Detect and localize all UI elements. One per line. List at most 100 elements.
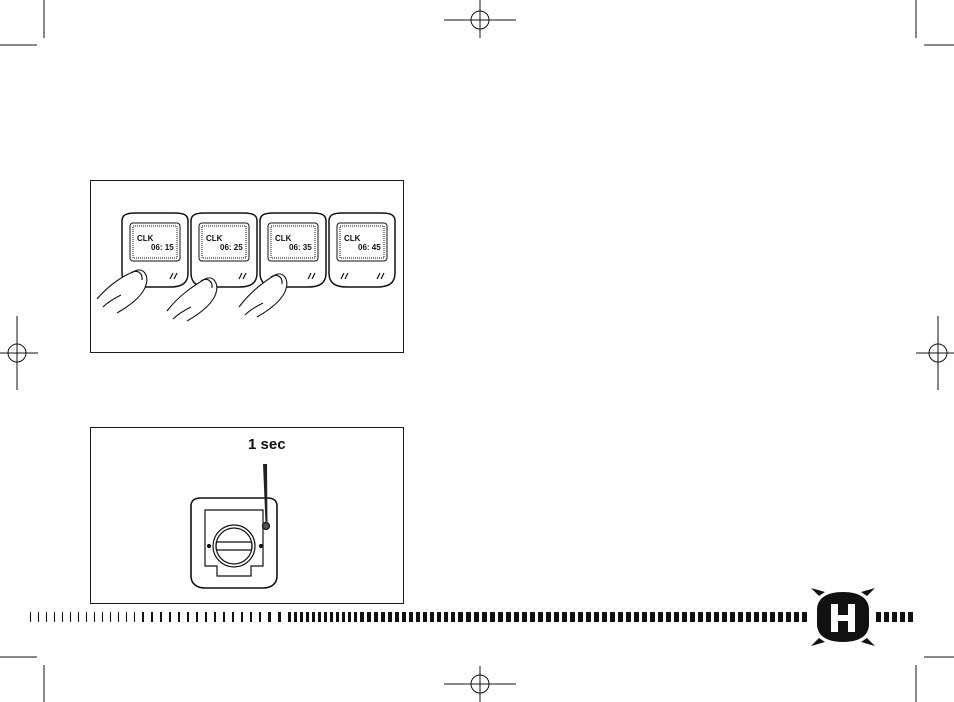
- dash: [395, 612, 399, 622]
- pointer-line: [263, 464, 268, 523]
- dash: [294, 612, 297, 622]
- dash: [530, 612, 535, 622]
- dash: [102, 612, 103, 622]
- dash: [626, 612, 631, 622]
- dash: [892, 612, 897, 622]
- dash: [578, 612, 583, 622]
- dash: [514, 612, 519, 622]
- dash: [214, 612, 216, 622]
- dash: [690, 612, 695, 622]
- dash: [367, 612, 371, 622]
- dash: [134, 612, 135, 622]
- dash: [602, 612, 607, 622]
- dash: [786, 612, 791, 622]
- dash: [618, 612, 623, 622]
- button-icon: [341, 273, 348, 279]
- dash: [259, 612, 261, 622]
- dash: [306, 612, 309, 622]
- husqvarna-logo-icon: [811, 588, 875, 646]
- dash: [706, 612, 711, 622]
- dash: [876, 612, 881, 622]
- dash: [348, 612, 351, 622]
- dash: [250, 612, 252, 622]
- dash: [522, 612, 527, 622]
- dash: [698, 612, 703, 622]
- dash: [278, 612, 281, 622]
- dash: [336, 612, 339, 622]
- figure-1-drawing: [91, 181, 403, 352]
- dash: [594, 612, 599, 622]
- button-icon: [170, 273, 177, 279]
- dash: [205, 612, 207, 622]
- dash: [634, 612, 639, 622]
- dash: [342, 612, 345, 622]
- dash: [70, 612, 71, 622]
- dash: [409, 612, 413, 622]
- dash: [722, 612, 727, 622]
- finger-press-icon: [167, 278, 217, 321]
- lcd-line-2: 06: 45: [358, 243, 381, 253]
- dash: [151, 612, 153, 622]
- dash: [232, 612, 234, 622]
- dash: [160, 612, 162, 622]
- dash: [714, 612, 719, 622]
- figure-2-drawing: [91, 428, 403, 603]
- dash: [884, 612, 889, 622]
- dash: [324, 612, 327, 622]
- lcd-line-2: 06: 25: [220, 243, 243, 253]
- dash: [666, 612, 671, 622]
- dash: [586, 612, 591, 622]
- dash: [474, 612, 479, 622]
- dash: [388, 612, 392, 622]
- dash: [778, 612, 783, 622]
- dash: [241, 612, 243, 622]
- lcd-readout: CLK06: 45: [344, 234, 384, 256]
- dash: [118, 612, 119, 622]
- dash: [482, 612, 487, 622]
- dash: [451, 612, 455, 622]
- button-icon: [239, 273, 246, 279]
- lcd-line-2: 06: 35: [289, 243, 312, 253]
- dash: [62, 612, 63, 622]
- dash: [642, 612, 647, 622]
- dash: [562, 612, 567, 622]
- dash: [466, 612, 471, 622]
- dash: [300, 612, 303, 622]
- dash: [381, 612, 385, 622]
- dash: [738, 612, 743, 622]
- registration-mark: [444, 666, 516, 702]
- dash: [506, 612, 511, 622]
- dash: [610, 612, 615, 622]
- dash: [223, 612, 225, 622]
- dash: [650, 612, 655, 622]
- figure-reset: 1 sec: [90, 427, 404, 604]
- dash: [78, 612, 79, 622]
- dash: [682, 612, 687, 622]
- dash: [794, 612, 799, 622]
- dash: [900, 612, 905, 622]
- dash: [54, 612, 55, 622]
- dash: [554, 612, 559, 622]
- battery-cover-icon: [191, 498, 277, 588]
- dash: [46, 612, 47, 622]
- dash: [374, 612, 378, 622]
- dash: [754, 612, 759, 622]
- dash: [142, 612, 144, 622]
- dash: [178, 612, 180, 622]
- dash: [490, 612, 495, 622]
- dash: [538, 612, 543, 622]
- dash-rule: [30, 612, 913, 622]
- dash: [423, 612, 427, 622]
- dash: [430, 612, 434, 622]
- dash: [268, 612, 271, 622]
- dash: [86, 612, 87, 622]
- dash: [437, 612, 441, 622]
- button-icon: [308, 273, 315, 279]
- registration-mark: [0, 316, 38, 390]
- dash: [498, 612, 503, 622]
- dash: [312, 612, 315, 622]
